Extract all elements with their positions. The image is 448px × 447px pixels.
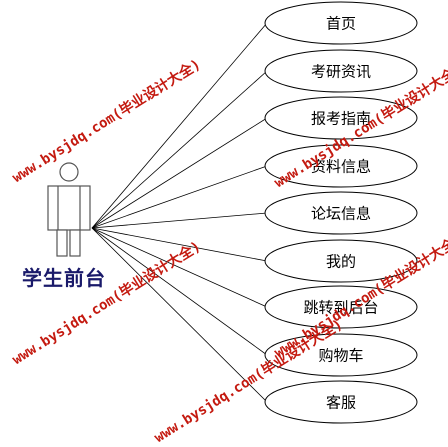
- use-case-oval: [264, 191, 418, 235]
- actor-right-leg: [69, 229, 81, 257]
- use-case-oval: [264, 333, 418, 377]
- association-line: [91, 227, 268, 356]
- association-line: [91, 227, 268, 308]
- use-case-ovals: [264, 1, 418, 424]
- use-case-oval: [264, 239, 418, 283]
- use-case-oval: [264, 96, 418, 140]
- association-line: [91, 117, 268, 229]
- use-case-label: 跳转到后台: [303, 298, 379, 317]
- use-case-label: 论坛信息: [310, 204, 372, 223]
- use-case-oval: [264, 1, 418, 45]
- use-case-oval: [264, 380, 418, 424]
- use-case-label: 客服: [325, 393, 357, 412]
- use-case-label: 资料信息: [310, 157, 372, 176]
- actor-torso: [47, 185, 91, 231]
- association-line: [91, 22, 268, 229]
- use-case-oval: [264, 49, 418, 93]
- association-line: [91, 70, 268, 229]
- use-case-label: 购物车: [318, 346, 364, 365]
- association-lines: [91, 22, 268, 403]
- use-case-diagram: [47, 1, 418, 424]
- use-case-label: 首页: [325, 14, 357, 33]
- actor-head: [59, 162, 79, 182]
- association-line: [91, 165, 268, 229]
- association-line: [91, 227, 268, 403]
- actor-label: 学生前台: [22, 266, 106, 290]
- use-case-oval: [264, 285, 418, 329]
- actor-figure: [47, 162, 91, 257]
- use-case-label: 考研资讯: [310, 62, 372, 81]
- use-case-label: 我的: [325, 252, 357, 271]
- association-line: [91, 212, 268, 229]
- use-case-label: 报考指南: [310, 109, 372, 128]
- use-case-oval: [264, 144, 418, 188]
- association-line: [91, 227, 268, 262]
- actor-left-leg: [56, 229, 68, 257]
